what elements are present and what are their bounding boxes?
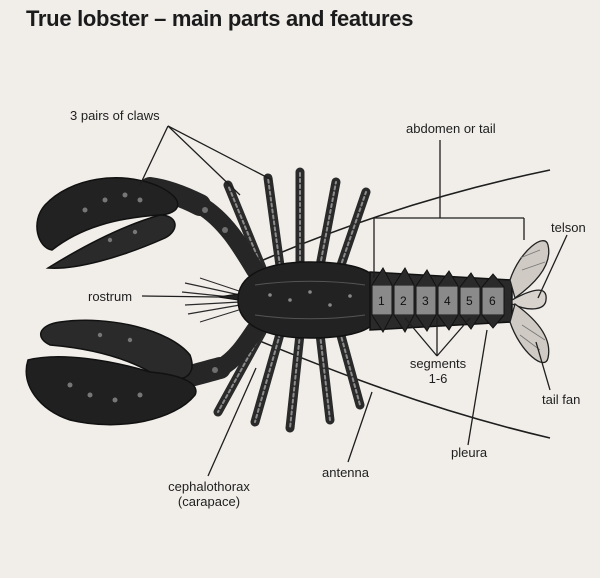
telson-leader — [537, 234, 568, 299]
segment-number-4: 4 — [444, 294, 451, 308]
label-cephalothorax-line1: cephalothorax — [168, 479, 250, 494]
rostrum-leader — [141, 295, 219, 298]
label-segments-line2: 1-6 — [428, 371, 448, 386]
claws-leader-2 — [167, 125, 241, 196]
label-segments-line1: segments — [409, 356, 467, 371]
claws-leader-3 — [167, 125, 273, 181]
label-cephalothorax-line2: (carapace) — [177, 494, 241, 509]
label-cephalothorax: cephalothorax (carapace) — [150, 479, 268, 509]
abdomen-segments — [369, 267, 513, 333]
tail-fan-leader — [535, 341, 551, 391]
segment-number-5: 5 — [466, 294, 473, 308]
leader-lines — [139, 125, 568, 477]
tail-fan-shape — [509, 240, 550, 364]
label-tail-fan: tail fan — [542, 392, 581, 407]
claw-lower — [25, 319, 264, 426]
label-pleura: pleura — [451, 445, 488, 460]
label-claws: 3 pairs of claws — [70, 108, 160, 123]
antenna-upper — [244, 169, 551, 269]
label-antenna: antenna — [322, 465, 369, 480]
label-abdomen: abdomen or tail — [406, 121, 496, 136]
segment-number-1: 1 — [378, 294, 385, 308]
walking-legs-lower — [213, 327, 365, 433]
cephalothorax-leader — [207, 367, 257, 477]
page-title: True lobster – main parts and features — [26, 6, 414, 31]
claws-leader-1 — [139, 125, 169, 186]
segment-number-6: 6 — [489, 294, 496, 308]
claw-upper — [36, 177, 264, 279]
label-rostrum: rostrum — [88, 289, 133, 304]
segments-leader-1 — [404, 317, 438, 357]
walking-legs-upper — [223, 167, 371, 273]
antenna-leader — [347, 391, 373, 463]
segment-number-3: 3 — [422, 294, 429, 308]
segment-number-2: 2 — [400, 294, 407, 308]
segment-numbers: 1 2 3 4 5 6 — [378, 294, 496, 308]
segments-leader-3 — [436, 317, 471, 357]
label-telson: telson — [551, 220, 586, 235]
cephalothorax-shape — [217, 261, 373, 339]
pleura-leader — [467, 329, 488, 446]
label-segments: segments 1-6 — [398, 356, 478, 386]
